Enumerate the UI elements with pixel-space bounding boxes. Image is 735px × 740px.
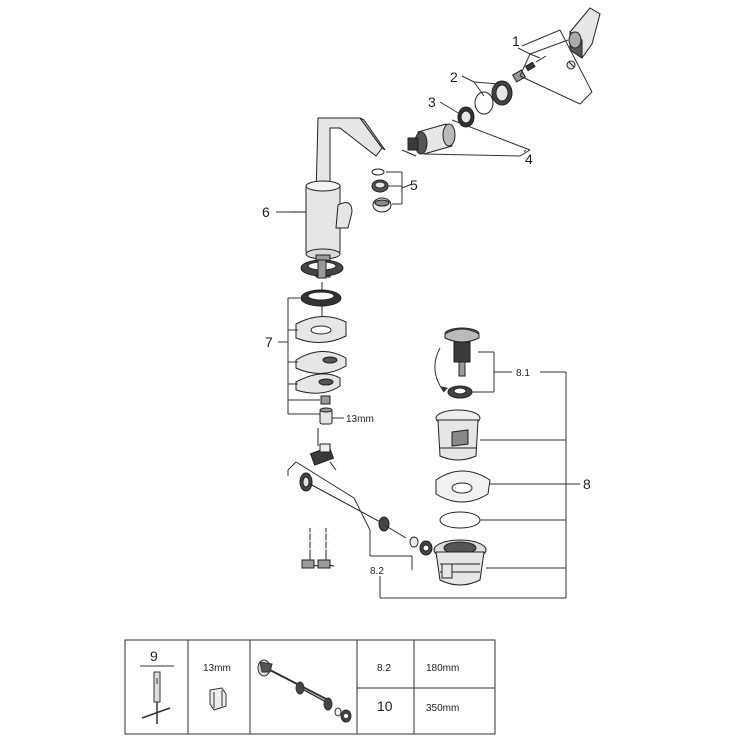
callout-4: 4 <box>525 151 533 167</box>
leader-5 <box>386 171 413 205</box>
legend-table <box>124 639 496 735</box>
legend-code-10: 10 <box>377 698 393 714</box>
pop-up-plug <box>434 327 480 393</box>
waste-gasket <box>435 470 491 503</box>
waste-oring <box>439 511 481 529</box>
legend-nut-13mm <box>209 687 227 711</box>
callout-8-1: 8.1 <box>516 368 530 379</box>
lever-handle <box>566 7 601 70</box>
leader-8-2 <box>287 461 413 598</box>
callout-8-2: 8.2 <box>370 566 384 577</box>
legend-size-13mm: 13mm <box>203 663 231 674</box>
supply-hoses <box>301 528 335 569</box>
legend-length-180mm: 180mm <box>426 663 459 674</box>
leader-4 <box>423 119 531 157</box>
callout-13mm: 13mm <box>346 414 374 425</box>
faucet-body <box>290 117 386 278</box>
legend-length-350mm: 350mm <box>426 703 459 714</box>
cartridge-ring-2 <box>474 80 513 115</box>
leader-8-1 <box>472 351 566 393</box>
base-washer <box>300 259 344 279</box>
leader-2 <box>461 75 501 97</box>
callout-5: 5 <box>410 177 418 193</box>
aerator-set-5 <box>371 168 392 213</box>
cartridge-4 <box>401 123 456 157</box>
screw-set <box>511 55 547 83</box>
leader-7 <box>278 297 344 419</box>
leader-3 <box>439 101 461 115</box>
waste-body <box>435 409 481 461</box>
legend-code-8-2: 8.2 <box>377 663 391 674</box>
legend-rod-kit <box>257 659 352 723</box>
leader-8 <box>380 372 580 599</box>
callout-2: 2 <box>450 69 458 85</box>
plug-washer <box>447 385 473 399</box>
callout-6: 6 <box>262 204 270 220</box>
lift-rod <box>309 428 337 471</box>
callout-3: 3 <box>428 94 436 110</box>
cartridge-nut-3 <box>457 106 475 128</box>
pivot-rod <box>299 472 433 556</box>
mounting-set <box>295 282 347 425</box>
legend-tool-key <box>141 671 171 724</box>
waste-flange <box>433 539 487 586</box>
callout-7: 7 <box>265 334 273 350</box>
legend-item-9: 9 <box>150 648 158 664</box>
callout-1: 1 <box>512 33 520 49</box>
leader-1 <box>517 29 593 105</box>
callout-8: 8 <box>583 476 591 492</box>
